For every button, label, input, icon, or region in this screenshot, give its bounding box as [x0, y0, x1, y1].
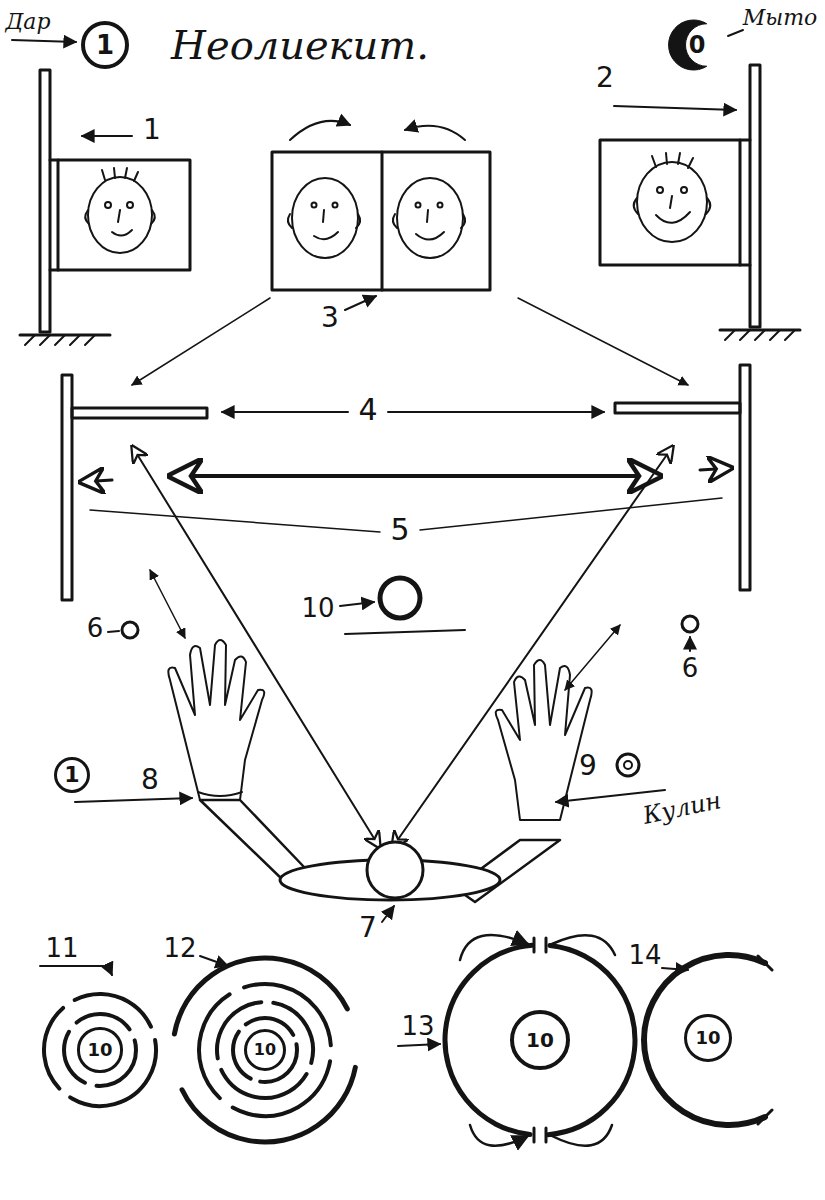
face — [85, 168, 155, 253]
bracket — [72, 408, 207, 418]
title: Неолиекит. — [171, 25, 429, 65]
node-text: 0 — [689, 33, 706, 57]
callout-number: 4 — [358, 395, 377, 425]
post — [40, 70, 50, 332]
loop-arrow — [552, 1125, 612, 1146]
dimension-arrow — [222, 411, 348, 413]
node-text: 10 — [87, 1041, 112, 1059]
callout-number: 3 — [321, 304, 339, 332]
rotation-arrow — [290, 121, 350, 140]
bracket — [740, 365, 750, 590]
motion-arrow — [565, 625, 620, 690]
circle-node: 10 — [684, 1014, 732, 1062]
ground-hatch — [25, 335, 95, 345]
leader-arrow — [382, 906, 394, 922]
orbit — [158, 943, 371, 1156]
circle-node: 1 — [81, 21, 129, 69]
node-text: 10 — [254, 1042, 276, 1058]
ball — [122, 622, 138, 638]
ground — [720, 329, 800, 332]
node-text: 1 — [64, 764, 79, 786]
callout-number: 8 — [141, 766, 159, 794]
triangle-side — [132, 446, 380, 848]
orbit — [24, 974, 177, 1127]
callout-number: 10 — [301, 595, 334, 621]
leader-arrow — [614, 106, 736, 110]
leader-arrow — [40, 966, 112, 975]
post — [750, 65, 760, 327]
right-hand — [496, 660, 592, 820]
circle-node: 10 — [77, 1027, 122, 1072]
word-label: Дар — [5, 11, 50, 33]
leader-arrow — [75, 798, 192, 802]
circle-node: 10 — [510, 1010, 570, 1070]
leader-line — [420, 498, 722, 530]
ring-symbol — [617, 754, 639, 776]
leader-arrow — [12, 40, 76, 42]
orbit — [184, 969, 346, 1131]
leader-arrow — [345, 296, 376, 310]
motion-arrow — [150, 570, 185, 638]
head — [367, 842, 423, 898]
node-text: 10 — [526, 1030, 554, 1050]
callout-number: 13 — [401, 1013, 434, 1039]
callout-number: 2 — [596, 64, 614, 92]
circle-node: 10 — [244, 1029, 286, 1071]
loop-arrow — [470, 1125, 528, 1146]
split-ring — [436, 936, 645, 1145]
leader-arrow — [82, 135, 132, 137]
callout-number: 11 — [45, 935, 78, 961]
underline — [345, 630, 465, 634]
rotation-arrow — [405, 126, 465, 140]
signature: Кулин — [641, 788, 723, 828]
loop-arrow — [552, 935, 615, 955]
leader-arrow — [340, 602, 374, 606]
callout-number: 6 — [682, 655, 699, 681]
orbit — [233, 1018, 297, 1082]
callout-number: 1 — [143, 116, 161, 144]
callout-number: 9 — [579, 752, 597, 780]
orbit — [64, 1014, 136, 1086]
small-arrow — [80, 480, 112, 482]
left-hand — [168, 640, 264, 800]
circle-node: 1 — [54, 757, 90, 793]
leader-arrow — [398, 1044, 440, 1046]
double-arrow — [170, 474, 660, 478]
ball — [682, 616, 698, 632]
callout-number: 5 — [390, 515, 409, 545]
picture-frame — [600, 140, 740, 265]
ring — [380, 578, 420, 618]
triangle-side — [392, 446, 673, 848]
c-ring — [644, 955, 765, 1125]
small-arrow — [700, 468, 732, 470]
leader-line — [728, 30, 743, 36]
leader-arrow — [662, 968, 688, 970]
loop-arrow — [460, 935, 528, 960]
double-frame — [272, 152, 490, 290]
projection-line — [132, 298, 270, 385]
projection-line — [518, 298, 688, 385]
callout-number: 12 — [163, 935, 196, 961]
leader-arrow — [556, 790, 665, 802]
ground-hatch — [725, 330, 795, 340]
face — [288, 178, 465, 258]
dimension-arrow — [388, 411, 604, 413]
leader-line — [90, 510, 380, 532]
callout-number: 14 — [628, 942, 661, 968]
callout-number: 7 — [359, 914, 377, 942]
picture-frame — [58, 160, 190, 270]
face — [634, 153, 711, 242]
node-text: 10 — [695, 1029, 720, 1047]
leader-arrow — [200, 956, 228, 966]
arm — [200, 800, 305, 882]
node-text: 1 — [96, 32, 114, 58]
crescent-node: 0 — [665, 17, 721, 73]
callout-number: 6 — [87, 615, 104, 641]
bracket — [615, 403, 740, 413]
word-label: Мыто — [743, 7, 818, 29]
